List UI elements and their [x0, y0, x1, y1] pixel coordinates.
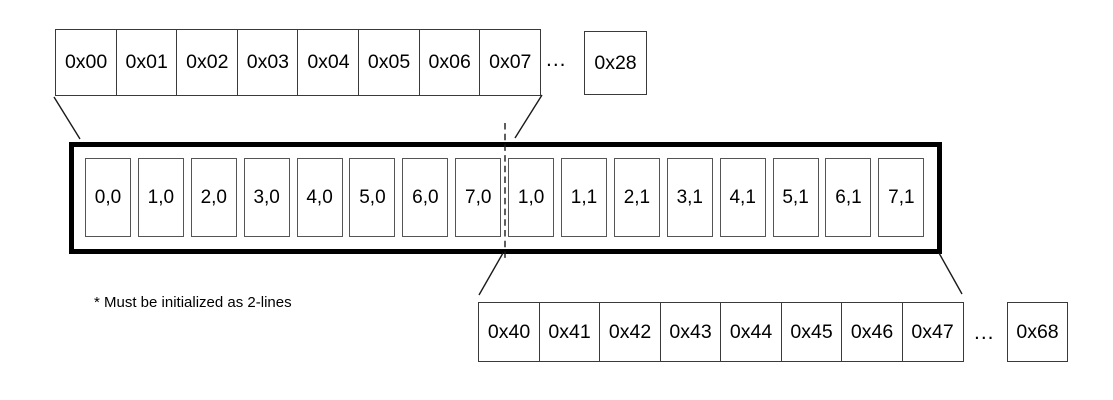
address-cell: 0x43 [659, 302, 722, 362]
buffer-cell: 4,1 [719, 158, 766, 237]
address-cell: 0x07 [479, 29, 542, 96]
buffer-cell: 3,0 [243, 158, 290, 237]
address-cell-last-bottom: 0x68 [1007, 302, 1068, 362]
buffer-cell: 6,0 [402, 158, 449, 237]
connector-bottom-right-line [938, 252, 963, 295]
line-buffer-box: 0,0 1,0 2,0 3,0 4,0 5,0 6,0 7,0 1,0 1,1 … [69, 142, 942, 254]
buffer-cell: 2,1 [613, 158, 660, 237]
address-cell: 0x03 [236, 29, 299, 96]
address-cell: 0x01 [115, 29, 178, 96]
address-cell: 0x05 [357, 29, 421, 96]
buffer-cell: 5,1 [772, 158, 819, 237]
buffer-cell: 4,0 [296, 158, 343, 237]
address-cell: 0x42 [599, 302, 662, 362]
address-cell: 0x40 [478, 302, 541, 362]
top-address-strip: 0x00 0x01 0x02 0x03 0x04 0x05 0x06 0x07 [55, 29, 542, 96]
connector-top-right-line [514, 94, 543, 139]
address-cell: 0x02 [176, 29, 239, 96]
address-cell: 0x44 [720, 302, 783, 362]
top-ellipsis: ... [546, 48, 567, 71]
address-cell: 0x06 [418, 29, 481, 96]
buffer-cell: 7,0 [455, 158, 502, 237]
address-cell: 0x45 [780, 302, 843, 362]
buffer-cell: 7,1 [878, 158, 925, 237]
address-cell-last-top: 0x28 [584, 31, 647, 95]
buffer-cell: 1,1 [561, 158, 608, 237]
buffer-cell: 5,0 [349, 158, 396, 237]
bottom-address-strip: 0x40 0x41 0x42 0x43 0x44 0x45 0x46 0x47 [478, 302, 964, 362]
buffer-cell: 1,0 [508, 158, 555, 237]
buffer-cell: 0,0 [85, 158, 131, 237]
connector-bottom-left-line [478, 252, 504, 296]
buffer-cell: 1,0 [137, 158, 184, 237]
buffer-cell: 6,1 [825, 158, 872, 237]
address-cell: 0x41 [538, 302, 601, 362]
address-cell: 0x04 [297, 29, 360, 96]
address-cell: 0x47 [901, 302, 964, 362]
connector-top-left-line [53, 96, 81, 140]
buffer-cell: 2,0 [190, 158, 237, 237]
note-text: * Must be initialized as 2-lines [94, 294, 292, 311]
address-cell: 0x46 [841, 302, 904, 362]
bottom-ellipsis: ... [974, 321, 995, 344]
buffer-cell: 3,1 [666, 158, 713, 237]
address-cell: 0x00 [55, 29, 118, 96]
